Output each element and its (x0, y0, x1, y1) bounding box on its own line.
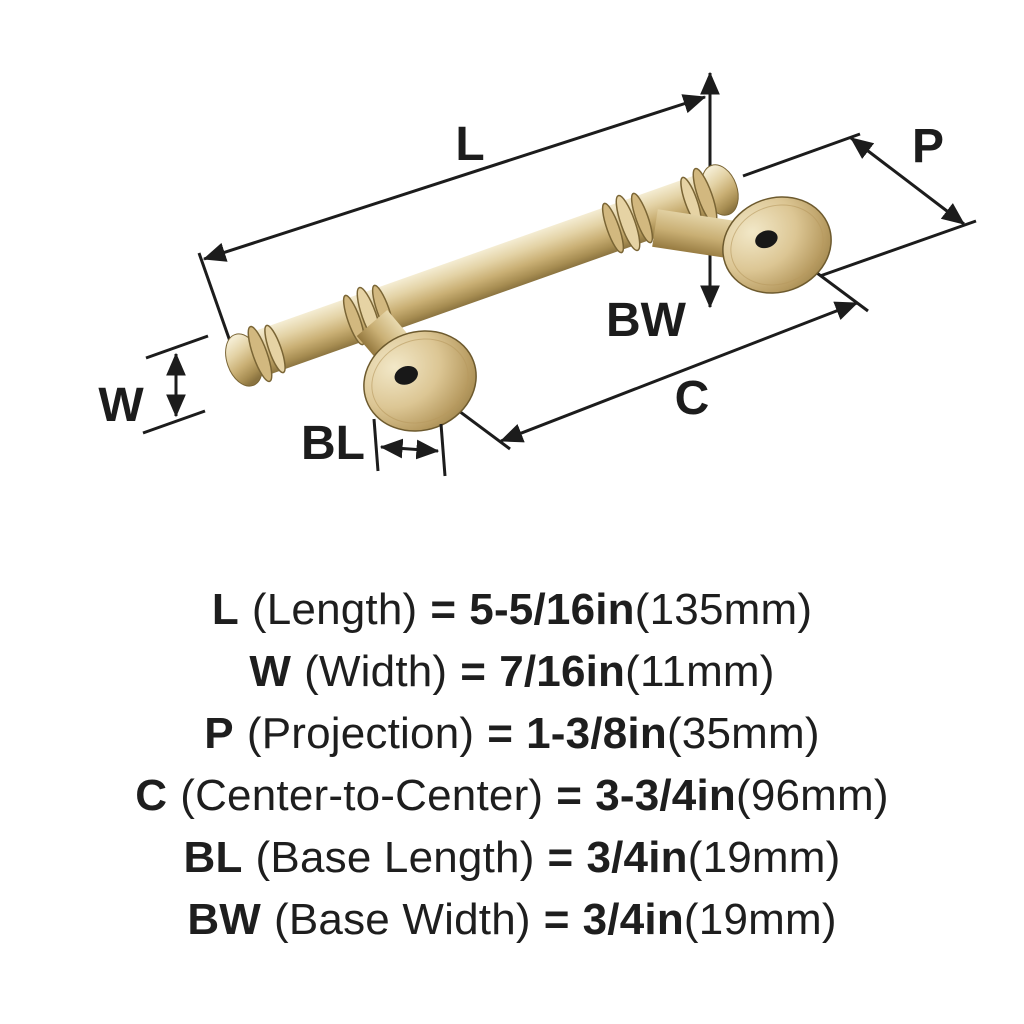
spec-metric: (35mm) (666, 709, 820, 758)
spec-value: 3/4in (586, 833, 688, 882)
spec-row-p: P (Projection) = 1-3/8in (35mm) (204, 703, 819, 765)
spec-metric: (135mm) (634, 585, 813, 634)
base-flange-left-rim (371, 338, 469, 424)
handle-ring (615, 194, 641, 252)
handle-ring (342, 294, 366, 346)
label-length: L (455, 118, 484, 171)
p-dimension-line (850, 136, 965, 226)
screw-hole-right (755, 230, 778, 249)
spec-label: (Base Width) (274, 895, 531, 944)
p-extension-line-bottom (819, 219, 977, 278)
spec-equals: = (430, 585, 457, 634)
base-flange-left-disc (363, 330, 477, 432)
dimension-p (742, 132, 977, 278)
w-extension-line-bottom (142, 409, 206, 435)
bl-tick-left (372, 418, 380, 472)
spec-equals: = (547, 833, 574, 882)
spec-abbr: BW (187, 895, 262, 944)
spec-row-l: L (Length) = 5-5/16in (135mm) (212, 579, 812, 641)
dimension-w (142, 334, 209, 435)
spec-value: 7/16in (499, 647, 626, 696)
spec-metric: (96mm) (735, 771, 889, 820)
spec-equals: = (543, 895, 570, 944)
base-flange-right-disc (722, 196, 832, 294)
handle-illustration (225, 164, 832, 432)
spec-metric: (19mm) (683, 895, 837, 944)
spec-abbr: BL (183, 833, 243, 882)
l-dimension-line (202, 94, 707, 262)
spec-row-bl: BL (Base Length) = 3/4in (19mm) (183, 827, 840, 889)
l-extension-line (197, 252, 234, 348)
dimension-diagram: L P W BW C BL (98, 71, 977, 477)
spec-row-c: C (Center-to-Center) = 3-3/4in (96mm) (135, 765, 889, 827)
dimension-c (499, 301, 859, 443)
handle-ring (601, 202, 625, 254)
spec-metric: (19mm) (687, 833, 841, 882)
spec-abbr: W (249, 647, 292, 696)
spec-label: (Width) (304, 647, 448, 696)
handle-ring (247, 325, 273, 383)
spec-value: 5-5/16in (469, 585, 635, 634)
spec-label: (Center-to-Center) (180, 771, 544, 820)
handle-ring (630, 192, 654, 244)
handle-ring (264, 324, 286, 374)
spec-metric: (11mm) (625, 647, 775, 696)
dimension-legend: L (Length) = 5-5/16in (135mm) W (Width) … (0, 579, 1024, 951)
spec-equals: = (487, 709, 514, 758)
spec-value: 1-3/8in (526, 709, 667, 758)
dimension-bl (372, 418, 447, 477)
spec-value: 3/4in (582, 895, 684, 944)
label-base-length: BL (301, 417, 365, 470)
spec-abbr: C (135, 771, 168, 820)
diagram-area: L P W BW C BL (98, 71, 977, 477)
screw-hole-left (394, 365, 418, 385)
bl-tick-right (439, 423, 447, 477)
label-projection: P (912, 120, 944, 173)
spec-row-bw: BW (Base Width) = 3/4in (19mm) (187, 889, 836, 951)
spec-equals: = (556, 771, 583, 820)
spec-abbr: L (211, 585, 239, 634)
base-flange-right (722, 196, 832, 294)
base-flange-right-rim (730, 204, 824, 286)
spec-value: 3-3/4in (595, 771, 736, 820)
spec-label: (Projection) (246, 709, 475, 758)
dimension-l (197, 94, 707, 348)
w-extension-line-top (145, 334, 209, 360)
label-center-to-center: C (675, 372, 710, 425)
spec-equals: = (460, 647, 487, 696)
label-width: W (98, 379, 144, 432)
bl-dimension-line (379, 438, 440, 460)
label-base-width: BW (606, 294, 687, 347)
spec-label: (Length) (251, 585, 418, 634)
spec-label: (Base Length) (255, 833, 535, 882)
c-dimension-line (499, 301, 859, 443)
base-flange-left (363, 330, 477, 432)
spec-abbr: P (204, 709, 234, 758)
p-extension-line-top (742, 132, 861, 178)
spec-row-w: W (Width) = 7/16in (11mm) (249, 641, 774, 703)
